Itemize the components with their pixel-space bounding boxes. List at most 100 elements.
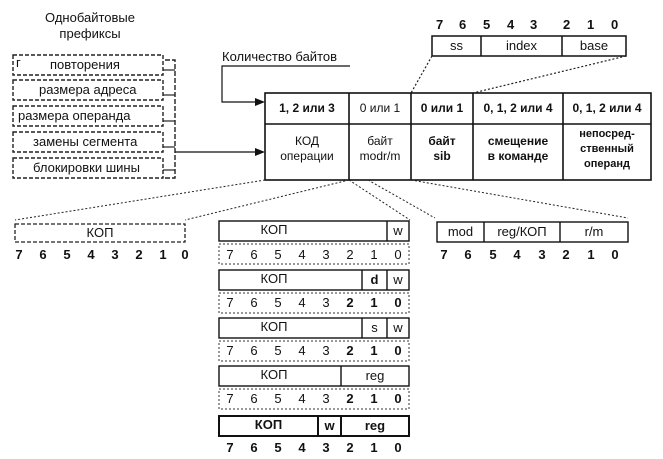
opcode-byte-label: КОП — [86, 225, 114, 240]
v2-bit-1: 1 — [370, 295, 378, 310]
opcode-bit-3: 3 — [111, 247, 119, 262]
sib-bit-0: 0 — [611, 17, 619, 32]
prefix-lock: блокировки шины — [33, 160, 140, 175]
prefixes-title: Однобайтовые префиксы — [45, 10, 135, 41]
v1-opcode: КОП — [260, 222, 288, 237]
count-opcode: 1, 2 или 3 — [279, 101, 335, 115]
field-modrm: байт modr/m — [359, 134, 401, 163]
v4-bit-2: 2 — [346, 391, 354, 406]
v1-bit-2: 2 — [346, 247, 354, 262]
prefix-box-2 — [12, 79, 164, 101]
v5-bit-7: 7 — [226, 440, 234, 455]
v5-bit-0: 0 — [394, 440, 402, 455]
v4-bit-4: 4 — [298, 391, 306, 406]
modrm-bit-7: 7 — [440, 247, 448, 262]
count-sib: 0 или 1 — [420, 101, 464, 115]
v2-bit-6: 6 — [250, 295, 258, 310]
v1-bit-3: 3 — [322, 247, 330, 262]
v4-bit-1: 1 — [370, 391, 378, 406]
v5-bit-5: 5 — [274, 440, 282, 455]
count-modrm: 0 или 1 — [359, 101, 401, 115]
prefix-address-size: размера адреса — [39, 82, 137, 97]
v3-opcode: КОП — [260, 319, 288, 334]
sib-base: base — [579, 38, 609, 53]
field-immediate: непосред- ственный операнд — [579, 128, 635, 170]
v1-bit-4: 4 — [298, 247, 306, 262]
opcode-bit-2: 2 — [135, 247, 143, 262]
v2-bit-3: 3 — [322, 295, 330, 310]
v4-bit-7: 7 — [226, 391, 234, 406]
sib-bit-7: 7 — [436, 17, 444, 32]
prefix-box-5 — [12, 157, 164, 179]
v2-bit-0: 0 — [394, 295, 402, 310]
sib-bit-4: 4 — [507, 17, 515, 32]
v1-bit-7: 7 — [226, 247, 234, 262]
v5-bit-4: 4 — [298, 440, 306, 455]
v4-bit-0: 0 — [394, 391, 402, 406]
v5-bit-6: 6 — [250, 440, 258, 455]
v3-s: s — [371, 320, 378, 335]
v1-w: w — [393, 223, 403, 238]
sib-bit-6: 6 — [459, 17, 467, 32]
v2-d: d — [370, 272, 379, 287]
prefix-box-4 — [12, 131, 164, 153]
v1-bit-0: 0 — [394, 247, 402, 262]
opcode-bit-6: 6 — [39, 247, 47, 262]
v4-reg: reg — [365, 368, 385, 383]
sib-bit-1: 1 — [587, 17, 595, 32]
v4-bit-5: 5 — [274, 391, 282, 406]
count-displacement: 0, 1, 2 или 4 — [483, 101, 553, 115]
modrm-bit-4: 4 — [513, 247, 521, 262]
v3-bit-6: 6 — [250, 343, 258, 358]
v5-bit-1: 1 — [370, 440, 378, 455]
count-immediate: 0, 1, 2 или 4 — [572, 101, 642, 115]
v1-bit-5: 5 — [274, 247, 282, 262]
modrm-bit-3: 3 — [538, 247, 546, 262]
v3-bit-1: 1 — [370, 343, 378, 358]
v5-bit-2: 2 — [346, 440, 354, 455]
v3-bit-5: 5 — [274, 343, 282, 358]
v2-bit-4: 4 — [298, 295, 306, 310]
prefix-box-1 — [12, 54, 164, 76]
sib-bit-3: 3 — [530, 17, 538, 32]
v1-bit-6: 6 — [250, 247, 258, 262]
modrm-reg: reg/КОП — [497, 224, 547, 239]
v5-reg: reg — [364, 418, 386, 433]
sib-ss: ss — [450, 38, 463, 53]
v5-w: w — [324, 418, 335, 433]
prefix-segment-override: замены сегмента — [33, 134, 138, 149]
v5-bit-3: 3 — [322, 440, 330, 455]
v2-w: w — [393, 272, 403, 287]
field-sib: байт sib — [428, 134, 456, 163]
modrm-bit-0: 0 — [611, 247, 619, 262]
v1-bit-1: 1 — [370, 247, 378, 262]
modrm-rm: r/m — [584, 224, 604, 239]
prefix-rep: повторения — [50, 57, 120, 72]
sib-bit-2: 2 — [563, 17, 571, 32]
v2-bit-7: 7 — [226, 295, 234, 310]
v4-bit-6: 6 — [250, 391, 258, 406]
modrm-bit-2: 2 — [562, 247, 570, 262]
modrm-bit-1: 1 — [587, 247, 595, 262]
sib-index: index — [505, 38, 538, 53]
v2-bit-2: 2 — [346, 295, 354, 310]
field-opcode: КОД операции — [280, 134, 334, 163]
prefix-operand-size: размера операнда — [18, 108, 131, 123]
opcode-bit-4: 4 — [87, 247, 95, 262]
bytes-count-label: Количество байтов — [222, 49, 338, 64]
field-displacement: смещение в команде — [487, 134, 549, 163]
v3-w: w — [393, 320, 403, 335]
sib-bit-5: 5 — [483, 17, 491, 32]
v2-opcode: КОП — [260, 271, 288, 286]
opcode-bit-7: 7 — [15, 247, 23, 262]
v4-opcode: КОП — [260, 367, 288, 382]
v2-bit-5: 5 — [274, 295, 282, 310]
v3-bit-2: 2 — [346, 343, 354, 358]
opcode-bit-0: 0 — [181, 247, 189, 262]
v3-bit-7: 7 — [226, 343, 234, 358]
v3-bit-4: 4 — [298, 343, 306, 358]
opcode-bit-5: 5 — [63, 247, 71, 262]
modrm-mod: mod — [447, 224, 474, 239]
opcode-bit-1: 1 — [159, 247, 167, 262]
v5-opcode: КОП — [254, 417, 283, 432]
